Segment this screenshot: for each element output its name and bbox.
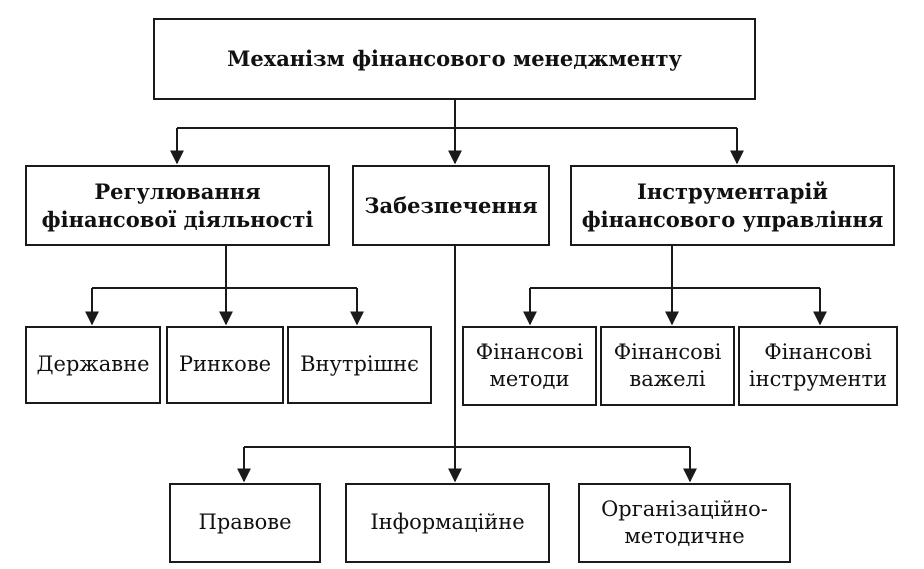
support-node: Забезпечення <box>352 165 550 246</box>
regulation-child-state: Державне <box>25 326 161 404</box>
regulation-node: Регулювання фінансової діяльності <box>25 165 330 246</box>
toolkit-label: Інструментарій фінансового управління <box>581 179 884 232</box>
toolkit-node: Інструментарій фінансового управління <box>570 165 895 246</box>
internal-label: Внутрішнє <box>300 352 419 377</box>
market-label: Ринкове <box>178 352 272 377</box>
support-child-information: Інформаційне <box>345 483 550 563</box>
support-child-legal: Правове <box>169 483 321 563</box>
toolkit-child-instruments: Фінансові інструменти <box>738 326 898 406</box>
regulation-child-internal: Внутрішнє <box>287 326 432 404</box>
levers-label: Фінансові важелі <box>613 339 722 391</box>
toolkit-child-methods: Фінансові методи <box>462 326 597 406</box>
information-label: Інформаційне <box>370 510 525 535</box>
organizational-label: Організаційно- методичне <box>601 496 768 548</box>
instruments-label: Фінансові інструменти <box>748 339 888 391</box>
state-label: Державне <box>36 352 150 377</box>
regulation-label: Регулювання фінансової діяльності <box>41 179 314 232</box>
methods-label: Фінансові методи <box>475 339 584 391</box>
root-node: Механізм фінансового менеджменту <box>153 18 756 100</box>
toolkit-child-levers: Фінансові важелі <box>600 326 735 406</box>
root-label: Механізм фінансового менеджменту <box>227 46 682 72</box>
support-label: Забезпечення <box>364 192 538 218</box>
regulation-child-market: Ринкове <box>166 326 284 404</box>
support-child-organizational: Організаційно- методичне <box>578 483 791 563</box>
legal-label: Правове <box>198 510 292 535</box>
